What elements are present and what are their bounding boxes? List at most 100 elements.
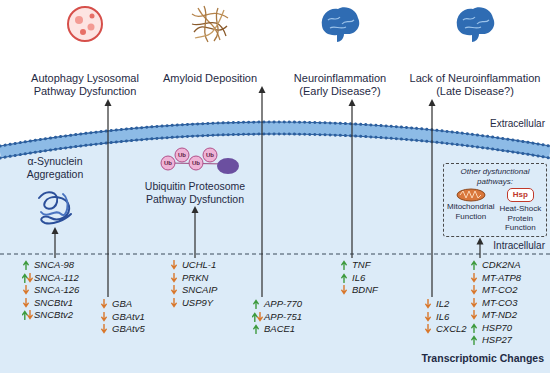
connector-line (431, 105, 432, 297)
ubiquitin-tag: Ub (161, 159, 175, 167)
gene-row: SNCA-126 (22, 284, 79, 297)
gene-row: GBAtv1 (100, 311, 145, 324)
label-text: Ubiquitin Proteosome Pathway Dysfunction (130, 180, 260, 205)
ubiquitin-chain-icon (161, 148, 239, 174)
label-text: Lack of Neuroinflammation (Late Disease?… (402, 72, 548, 98)
gene-list: UCHL-1PRKNSNCAIPUSP9Y (170, 259, 217, 309)
pathway-label: Ubiquitin Proteosome Pathway Dysfunction (130, 180, 260, 205)
hsp-box: Hsp (507, 188, 534, 202)
gene-row: GBA (100, 298, 145, 311)
gene-row: USP9Y (170, 297, 217, 310)
connector-line (54, 233, 55, 258)
gene-row: PRKN (170, 272, 217, 285)
panel-column: Mitochondrial Function (447, 188, 495, 221)
change-arrow (252, 324, 263, 334)
gene-name: HSP27 (482, 334, 512, 347)
intracellular-ground (0, 122, 550, 373)
arrow-connector (349, 99, 356, 258)
change-arrow (470, 323, 481, 333)
arrow-head (477, 238, 484, 245)
lysosome-icon (68, 7, 102, 41)
gene-row: MT-CO3 (470, 297, 521, 310)
gene-name: SNCA-112 (34, 272, 79, 285)
arrow-head (52, 227, 59, 234)
ubiquitin-tag: Ub (189, 159, 203, 167)
arrow-connector (105, 99, 112, 297)
gene-row: SNCBtv1 (22, 297, 79, 310)
gene-row: APP-770 (252, 298, 302, 311)
gene-list: CDK2NAMT-ATP8MT-CO2MT-CO3MT-ND2HSP70HSP2… (470, 259, 521, 347)
change-arrow (252, 299, 263, 309)
label-text: Neuroinflammation (Early Disease?) (280, 72, 400, 98)
change-arrow (22, 285, 33, 295)
gene-row: APP-751 (252, 311, 302, 324)
gene-row: SNCA-98 (22, 259, 79, 272)
gene-row: MT-CO2 (470, 284, 521, 297)
change-arrow (470, 310, 481, 320)
gene-name: CXCL2 (436, 323, 467, 336)
arrow-head (259, 86, 266, 93)
pathway-label: α-Synuclein Aggregation (10, 155, 100, 226)
membrane-edge (0, 134, 550, 158)
change-arrow (22, 298, 33, 308)
gene-row: HSP27 (470, 334, 521, 347)
label-text: α-Synuclein Aggregation (10, 155, 100, 180)
connector-line (107, 105, 108, 297)
change-arrow (340, 273, 351, 283)
arrow-head (349, 99, 356, 106)
gene-row: GBAtv5 (100, 323, 145, 336)
gene-name: PRKN (182, 272, 208, 285)
amyloid-fibril-icon (192, 6, 228, 42)
gene-row: HSP70 (470, 322, 521, 335)
gene-row: SNCAIP (170, 284, 217, 297)
brain-icon (457, 7, 495, 42)
change-arrow (470, 298, 481, 308)
arrow-connector (192, 206, 199, 258)
pathology-label: Amyloid Deposition (150, 0, 270, 85)
arrow-head (429, 99, 436, 106)
gene-list: IL2IL6CXCL2 (424, 298, 467, 336)
gene-name: APP-770 (264, 298, 302, 311)
label-text: Amyloid Deposition (150, 72, 270, 85)
connector-line (479, 244, 480, 259)
gene-name: MT-ND2 (482, 309, 517, 322)
gene-name: GBAtv5 (112, 323, 145, 336)
synuclein-aggregate-icon (39, 192, 71, 223)
pathology-label: Lack of Neuroinflammation (Late Disease?… (402, 0, 548, 98)
gene-row: MT-ATP8 (470, 272, 521, 285)
gene-name: HSP70 (482, 322, 512, 335)
arrow-connector (429, 99, 436, 297)
change-arrow (424, 324, 435, 334)
gene-list: SNCA-98SNCA-112SNCA-126SNCBtv1SNCBtv2 (22, 259, 79, 322)
change-arrow (340, 285, 351, 295)
gene-row: MT-ND2 (470, 309, 521, 322)
compartment-divider (0, 254, 550, 255)
gene-row: BACE1 (252, 323, 302, 336)
connector-line (261, 92, 262, 297)
change-arrow (100, 312, 111, 322)
gene-name: BDNF (352, 284, 378, 297)
gene-name: IL2 (436, 298, 449, 311)
gene-list: TNFIL6BDNF (340, 259, 378, 297)
gene-name: IL6 (436, 311, 449, 324)
ubiquitin-tag: Ub (175, 151, 189, 159)
panel-row: Mitochondrial FunctionHspHeat-Shock Prot… (447, 188, 543, 233)
region-label: Extracellular (490, 118, 545, 130)
arrow-connector (477, 238, 484, 259)
gene-name: SNCA-98 (34, 259, 74, 272)
gene-name: GBAtv1 (112, 311, 145, 324)
gene-name: SNCAIP (182, 284, 217, 297)
change-arrow (340, 260, 351, 270)
arrow-head (105, 99, 112, 106)
change-arrow (22, 273, 33, 283)
gene-name: TNF (352, 259, 370, 272)
connector-line (351, 105, 352, 258)
change-arrow (170, 285, 181, 295)
change-arrow (470, 260, 481, 270)
region-label: Intracellular (493, 240, 545, 252)
dashed-pathway-box: Other dysfunctional pathways:Mitochondri… (443, 163, 547, 237)
arrow-head (192, 206, 199, 213)
change-arrow (170, 298, 181, 308)
change-arrow (22, 310, 33, 320)
